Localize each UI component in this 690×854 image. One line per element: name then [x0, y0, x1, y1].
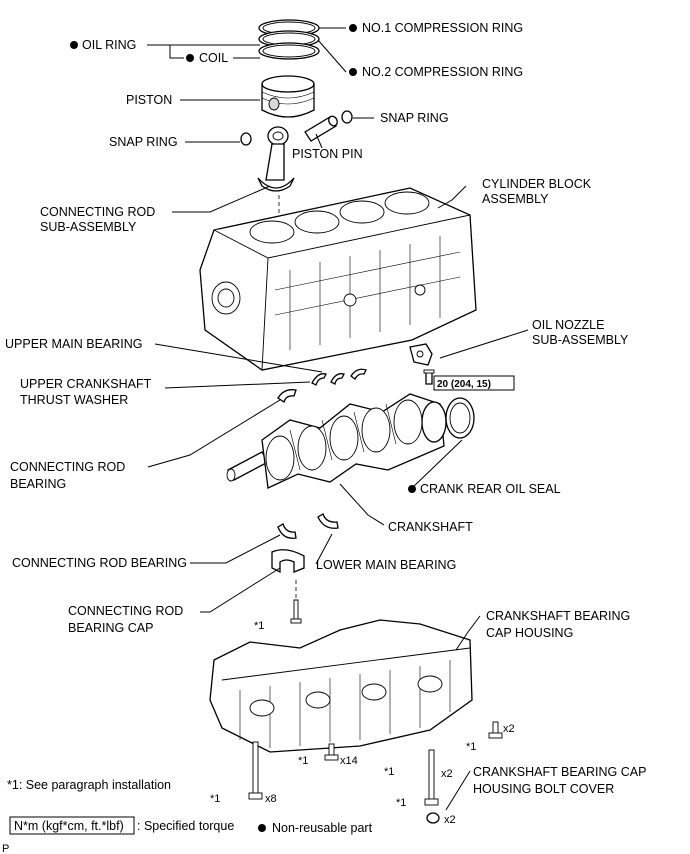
label-upper-thrust-1: UPPER CRANKSHAFT: [20, 377, 152, 391]
label-connecting-rod-bearing-2: BEARING: [10, 477, 66, 491]
cylinder-block: [199, 187, 477, 371]
piston-pin: [304, 115, 338, 142]
label-oil-ring: OIL RING: [82, 38, 136, 52]
connecting-rod: [257, 126, 295, 192]
label-bolt-cover-1: CRANKSHAFT BEARING CAP: [473, 765, 646, 779]
connecting-rod-bearing-upper: [277, 389, 297, 404]
note-nonreusable: Non-reusable part: [272, 821, 373, 835]
lower-main-bearing: [317, 513, 339, 529]
oil-nozzle: [409, 343, 435, 385]
callout-x8: x8: [265, 793, 277, 805]
label-bolt-cover-2: HOUSING BOLT COVER: [473, 782, 614, 796]
label-oil-nozzle-2: SUB-ASSEMBLY: [532, 333, 629, 347]
housing-bolt-x2-long: [424, 749, 439, 806]
label-cap-housing-2: CAP HOUSING: [486, 626, 573, 640]
snap-ring-left: [240, 132, 252, 146]
callout-x2-cover: x2: [444, 814, 456, 826]
label-cylinder-block-1: CYLINDER BLOCK: [482, 177, 592, 191]
leader-lines: [147, 27, 529, 811]
label-piston: PISTON: [126, 93, 172, 107]
piston-rings: [258, 19, 320, 60]
long-bolt-x8: [248, 741, 263, 800]
torque-legend-box: [9, 816, 135, 835]
label-snap-ring-right: SNAP RING: [380, 111, 449, 125]
bolt-x2-right: [488, 721, 503, 739]
nonreusable-markers: [70, 24, 416, 832]
label-upper-main-bearing: UPPER MAIN BEARING: [5, 337, 143, 351]
label-coil: COIL: [199, 51, 228, 65]
callout-star1-x14: *1: [298, 755, 308, 767]
label-snap-ring-left: SNAP RING: [109, 135, 178, 149]
connecting-rod-bearing-cap: [271, 549, 305, 624]
callout-x2-bolt: x2: [441, 768, 453, 780]
label-piston-pin: PISTON PIN: [292, 147, 363, 161]
callout-star1-long: *1: [396, 797, 406, 809]
label-connecting-rod-sub-1: CONNECTING ROD: [40, 205, 155, 219]
note-torque-text: : Specified torque: [137, 819, 234, 833]
label-crankshaft: CRANKSHAFT: [388, 520, 473, 534]
crankshaft: [226, 393, 447, 489]
note-torque-box: N*m (kgf*cm, ft.*lbf): [14, 819, 124, 833]
label-lower-main-bearing: LOWER MAIN BEARING: [316, 558, 456, 572]
label-upper-thrust-2: THRUST WASHER: [20, 393, 128, 407]
connecting-rod-bearing-lower: [277, 523, 297, 539]
callout-star1-right: *1: [466, 741, 476, 753]
label-crank-rear-oil-seal: CRANK REAR OIL SEAL: [420, 482, 561, 496]
corner-mark: P: [2, 843, 9, 854]
note-star: *1: See paragraph installation: [7, 778, 171, 792]
label-cap-housing-1: CRANKSHAFT BEARING: [486, 609, 630, 623]
crankshaft-bearing-cap-housing: [209, 619, 473, 753]
snap-ring-right: [341, 110, 353, 124]
label-connecting-rod-sub-2: SUB-ASSEMBLY: [40, 220, 137, 234]
label-connecting-rod-bearing-lower: CONNECTING ROD BEARING: [12, 556, 187, 570]
label-oil-nozzle-1: OIL NOZZLE: [532, 318, 604, 332]
crank-rear-oil-seal: [445, 397, 475, 439]
piston: [261, 75, 315, 118]
callout-x2-right: x2: [503, 723, 515, 735]
label-no1-compression-ring: NO.1 COMPRESSION RING: [362, 21, 523, 35]
label-rod-cap-1: CONNECTING ROD: [68, 604, 183, 618]
label-rod-cap-2: BEARING CAP: [68, 621, 153, 635]
callout-star1-x8: *1: [210, 793, 220, 805]
label-torque-value: 20 (204, 15): [437, 379, 491, 390]
callout-star1-mid: *1: [384, 766, 394, 778]
upper-main-bearings: [311, 368, 367, 386]
callout-x14: x14: [340, 755, 358, 767]
label-no2-compression-ring: NO.2 COMPRESSION RING: [362, 65, 523, 79]
bolt-x14: [324, 743, 339, 761]
label-cylinder-block-2: ASSEMBLY: [482, 192, 549, 206]
torque-value-box: [433, 375, 515, 391]
bolt-cover: [426, 812, 440, 824]
callout-star1-rod: *1: [254, 620, 264, 632]
label-connecting-rod-bearing-1: CONNECTING ROD: [10, 460, 125, 474]
